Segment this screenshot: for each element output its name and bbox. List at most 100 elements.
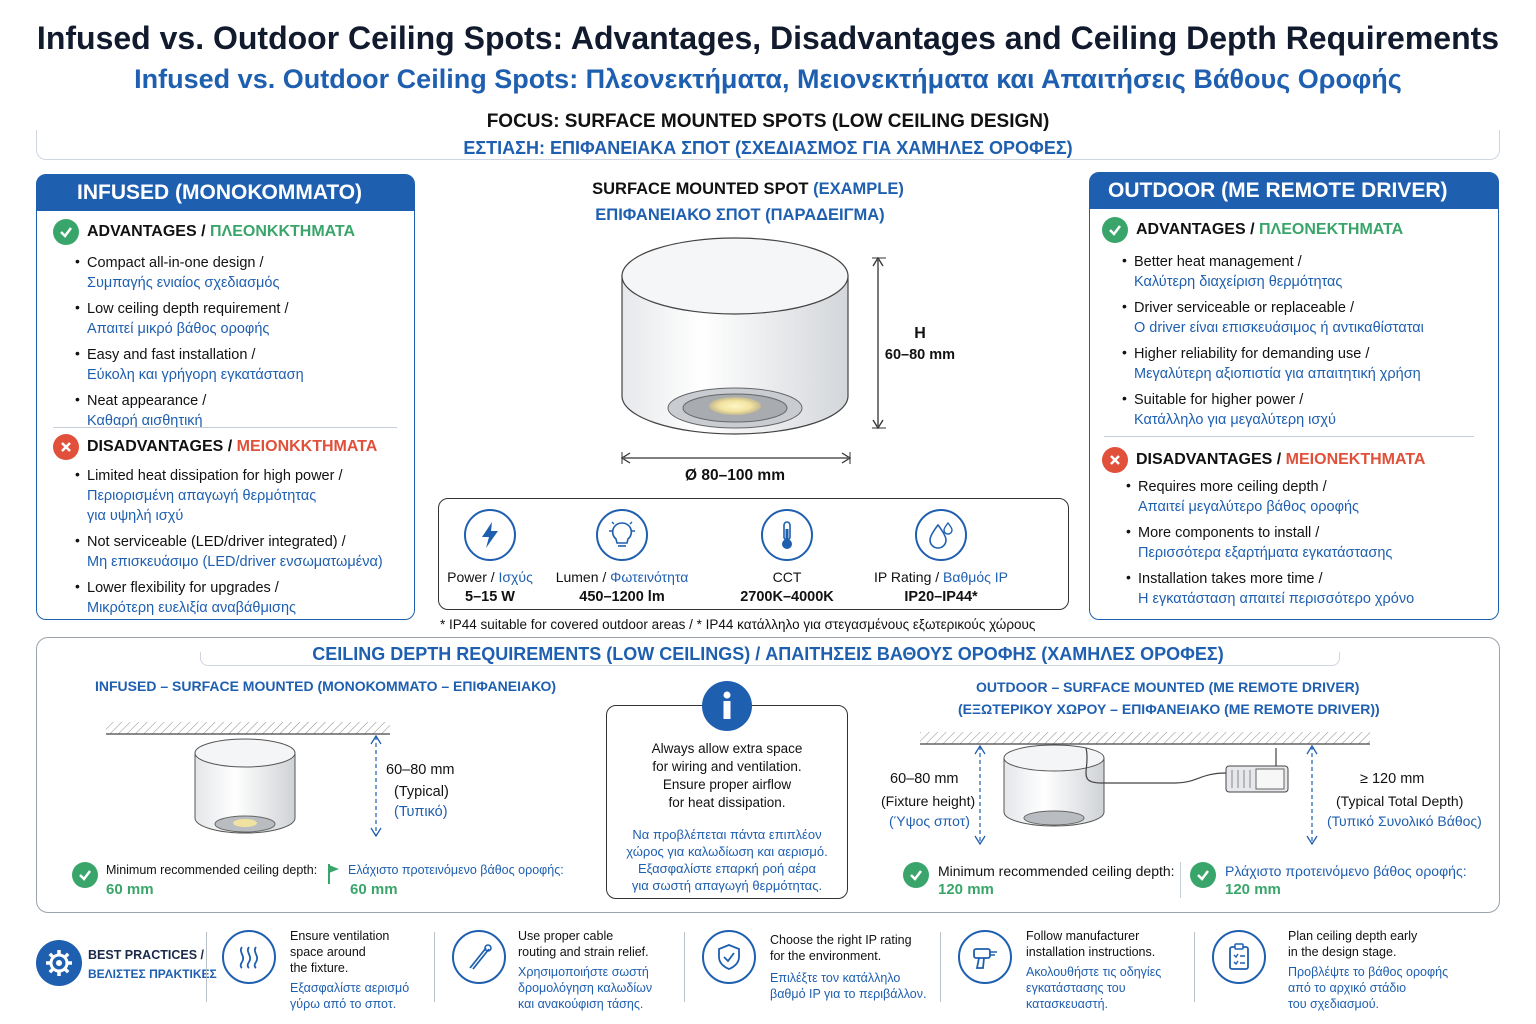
shield-check-icon <box>702 930 756 984</box>
list-item: Not serviceable (LED/driver integrated) … <box>75 532 415 572</box>
list-item: More components to install /Περισσότερα … <box>1126 523 1496 563</box>
spec-ip-rating: IP Rating / Βαθμός IP IP20–IP44* <box>866 509 1016 605</box>
list-item: Better heat management /Καλύτερη διαχείρ… <box>1122 252 1492 292</box>
outdoor-depth-title: OUTDOOR – SURFACE MOUNTED (ΜΕ REMOTE DRI… <box>976 679 1360 695</box>
cross-icon <box>53 434 79 460</box>
list-item: Easy and fast installation /Εύκολη και γ… <box>75 345 405 385</box>
outdoor-fixture-label: (Fixture height) <box>881 793 976 809</box>
outdoor-disadvantages-heading: DISADVANTAGES / ΜΕΙΟΝΕΚΤΗΜΑΤΑ <box>1102 447 1425 473</box>
outdoor-fixture-label-greek: (Ύψος σποτ) <box>889 813 970 829</box>
outdoor-min-depth-value-greek: 120 mm <box>1225 881 1281 898</box>
list-item: Requires more ceiling depth /Απαιτεί μεγ… <box>1126 477 1496 517</box>
infused-disadvantages-heading: DISADVANTAGES / ΜΕΙΟΝΚΚΤΗΜΑΤΑ <box>53 434 377 460</box>
divider <box>1104 436 1474 437</box>
check-icon <box>1102 217 1128 243</box>
slash-separator: / <box>201 223 206 240</box>
depth-title: CEILING DEPTH REQUIREMENTS (LOW CEILINGS… <box>312 644 1224 664</box>
check-icon <box>72 862 98 888</box>
best-practices-label-greek: ΒΕΛΙΣΤΕΣ ΠΡΑΚΤΙΚΕΣ <box>88 967 217 981</box>
flag-icon <box>326 862 342 891</box>
heat-waves-icon <box>222 930 276 984</box>
spec-power: Power / Ισχύς 5–15 W <box>415 509 565 605</box>
thermometer-icon <box>761 509 813 561</box>
slash-separator: / <box>1250 221 1255 238</box>
infused-disadvantages-list: Limited heat dissipation for high power … <box>75 466 415 624</box>
outdoor-panel-title: OUTDOOR (ΜΕ REMOTE DRIVER) <box>1090 173 1498 209</box>
outdoor-total-label: (Typical Total Depth) <box>1336 793 1464 809</box>
page-title: Infused vs. Outdoor Ceiling Spots: Advan… <box>36 20 1500 56</box>
focus-heading: FOCUS: SURFACE MOUNTED SPOTS (LOW CEILIN… <box>486 111 1050 132</box>
bulb-icon <box>596 509 648 561</box>
spec-value: 450–1200 lm <box>579 589 665 605</box>
infused-panel: INFUSED (ΜΟΝΟΚΟΜΜΑΤΟ) ADVANTAGES / ΠΛΕΟΝ… <box>36 174 415 620</box>
example-title-greek: ΕΠΙΦΑΝΕΙΑΚΟ ΣΠΟΤ (ΠΑΡΑΔΕΙΓΜΑ) <box>595 206 885 224</box>
spec-label: Lumen <box>555 569 599 585</box>
outdoor-min-depth-label-greek: Ρλάχιστο προτεινόμενο βάθος οροφής: <box>1225 863 1467 879</box>
ip-footnote: * IP44 suitable for covered outdoor area… <box>440 617 1036 632</box>
disadvantages-label-greek: ΜΕΙΟΝΕΚΤΗΜΑΤΑ <box>1285 451 1426 468</box>
outdoor-depth-diagram <box>920 732 1370 846</box>
check-icon <box>903 862 929 888</box>
outdoor-total-depth: ≥ 120 mm <box>1360 771 1425 787</box>
list-item: Driver serviceable or replaceable /Ο dri… <box>1122 298 1492 338</box>
outdoor-fixture-height: 60–80 mm <box>890 771 959 787</box>
example-title-en: SURFACE MOUNTED SPOT <box>592 180 809 198</box>
spec-label-greek: Βαθμός IP <box>943 569 1008 585</box>
advantages-label-greek: ΠΛΕΟΝΕΚΤΗΜΑΤΑ <box>1259 221 1404 238</box>
depth-title-frame <box>200 652 1340 666</box>
divider <box>206 932 207 1002</box>
infused-advantages-heading: ADVANTAGES / ΠΛΕΟΝΚΚΤΗΜΑΤΑ <box>53 219 355 245</box>
spec-value: 5–15 W <box>465 589 515 605</box>
specs-box: Power / Ισχύς 5–15 W Lumen / Φωτεινότητα… <box>438 498 1069 610</box>
outdoor-advantages-list: Better heat management /Καλύτερη διαχείρ… <box>1122 252 1492 436</box>
divider <box>940 932 941 1002</box>
list-item: Lower flexibility for upgrades /Μικρότερ… <box>75 578 415 618</box>
infused-depth-title: INFUSED – SURFACE MOUNTED (ΜΟΝΟΚΟΜΜΑΤΟ –… <box>95 678 557 694</box>
outdoor-depth-title-greek: (ΕΞΩΤΕΡΙΚΟΥ ΧΩΡΟΥ – ΕΠΙΦΑΝΕΙΑΚΟ (ΜΕ REMO… <box>958 701 1380 717</box>
list-item: Higher reliability for demanding use /Με… <box>1122 344 1492 384</box>
info-icon <box>702 681 752 731</box>
lightning-icon <box>464 509 516 561</box>
infused-typical-label-greek: (Τυπικό) <box>394 804 448 820</box>
outdoor-panel: OUTDOOR (ΜΕ REMOTE DRIVER) ADVANTAGES / … <box>1089 172 1499 620</box>
list-item: Suitable for higher power /Κατάλληλο για… <box>1122 390 1492 430</box>
divider <box>53 427 397 428</box>
check-icon <box>1190 862 1216 888</box>
list-item: Low ceiling depth requirement /Απαιτεί μ… <box>75 299 405 339</box>
height-label: H <box>914 325 926 342</box>
list-item: Compact all-in-one design /Συμπαγής ενια… <box>75 253 405 293</box>
ceiling-depth-panel <box>36 637 1500 913</box>
infused-panel-title: INFUSED (ΜΟΝΟΚΟΜΜΑΤΟ) <box>37 175 414 211</box>
clipboard-icon <box>1212 930 1266 984</box>
spec-lumen: Lumen / Φωτεινότητα 450–1200 lm <box>547 509 697 605</box>
infused-min-depth-value-greek: 60 mm <box>350 881 398 898</box>
gear-icon <box>36 940 82 986</box>
list-item: Limited heat dissipation for high power … <box>75 466 415 526</box>
spec-value: IP20–IP44* <box>904 589 978 605</box>
divider <box>1180 862 1181 898</box>
spec-cct: CCT 2700K–4000K <box>712 509 862 605</box>
slash-separator: / <box>1276 451 1282 468</box>
advantages-label: ADVANTAGES <box>1136 221 1246 238</box>
disadvantages-label-greek: ΜΕΙΟΝΚΚΤΗΜΑΤΑ <box>236 438 378 455</box>
infused-depth-diagram <box>106 722 390 838</box>
slash-separator: / <box>931 569 944 585</box>
outdoor-advantages-heading: ADVANTAGES / ΠΛΕΟΝΕΚΤΗΜΑΤΑ <box>1102 217 1403 243</box>
slash-separator: / <box>227 438 233 455</box>
outdoor-min-depth-label: Minimum recommended ceiling depth: <box>938 863 1175 879</box>
example-title-suffix: (EXAMPLE) <box>813 180 904 198</box>
advantages-label: ADVANTAGES <box>87 223 197 240</box>
divider <box>434 932 435 1002</box>
cable-icon <box>452 930 506 984</box>
disadvantages-label: DISADVANTAGES <box>1136 451 1273 468</box>
focus-frame <box>36 130 1500 160</box>
divider <box>684 932 685 1002</box>
page-subtitle: Infused vs. Outdoor Ceiling Spots: Πλεον… <box>134 64 1402 94</box>
disadvantages-label: DISADVANTAGES <box>87 438 224 455</box>
infused-min-depth-label-greek: Ελάχιστο προτεινόμενο βάθος οροφής: <box>348 863 564 877</box>
spec-label: IP Rating <box>874 569 932 585</box>
drill-icon <box>958 930 1012 984</box>
spec-value: 2700K–4000K <box>740 589 834 605</box>
